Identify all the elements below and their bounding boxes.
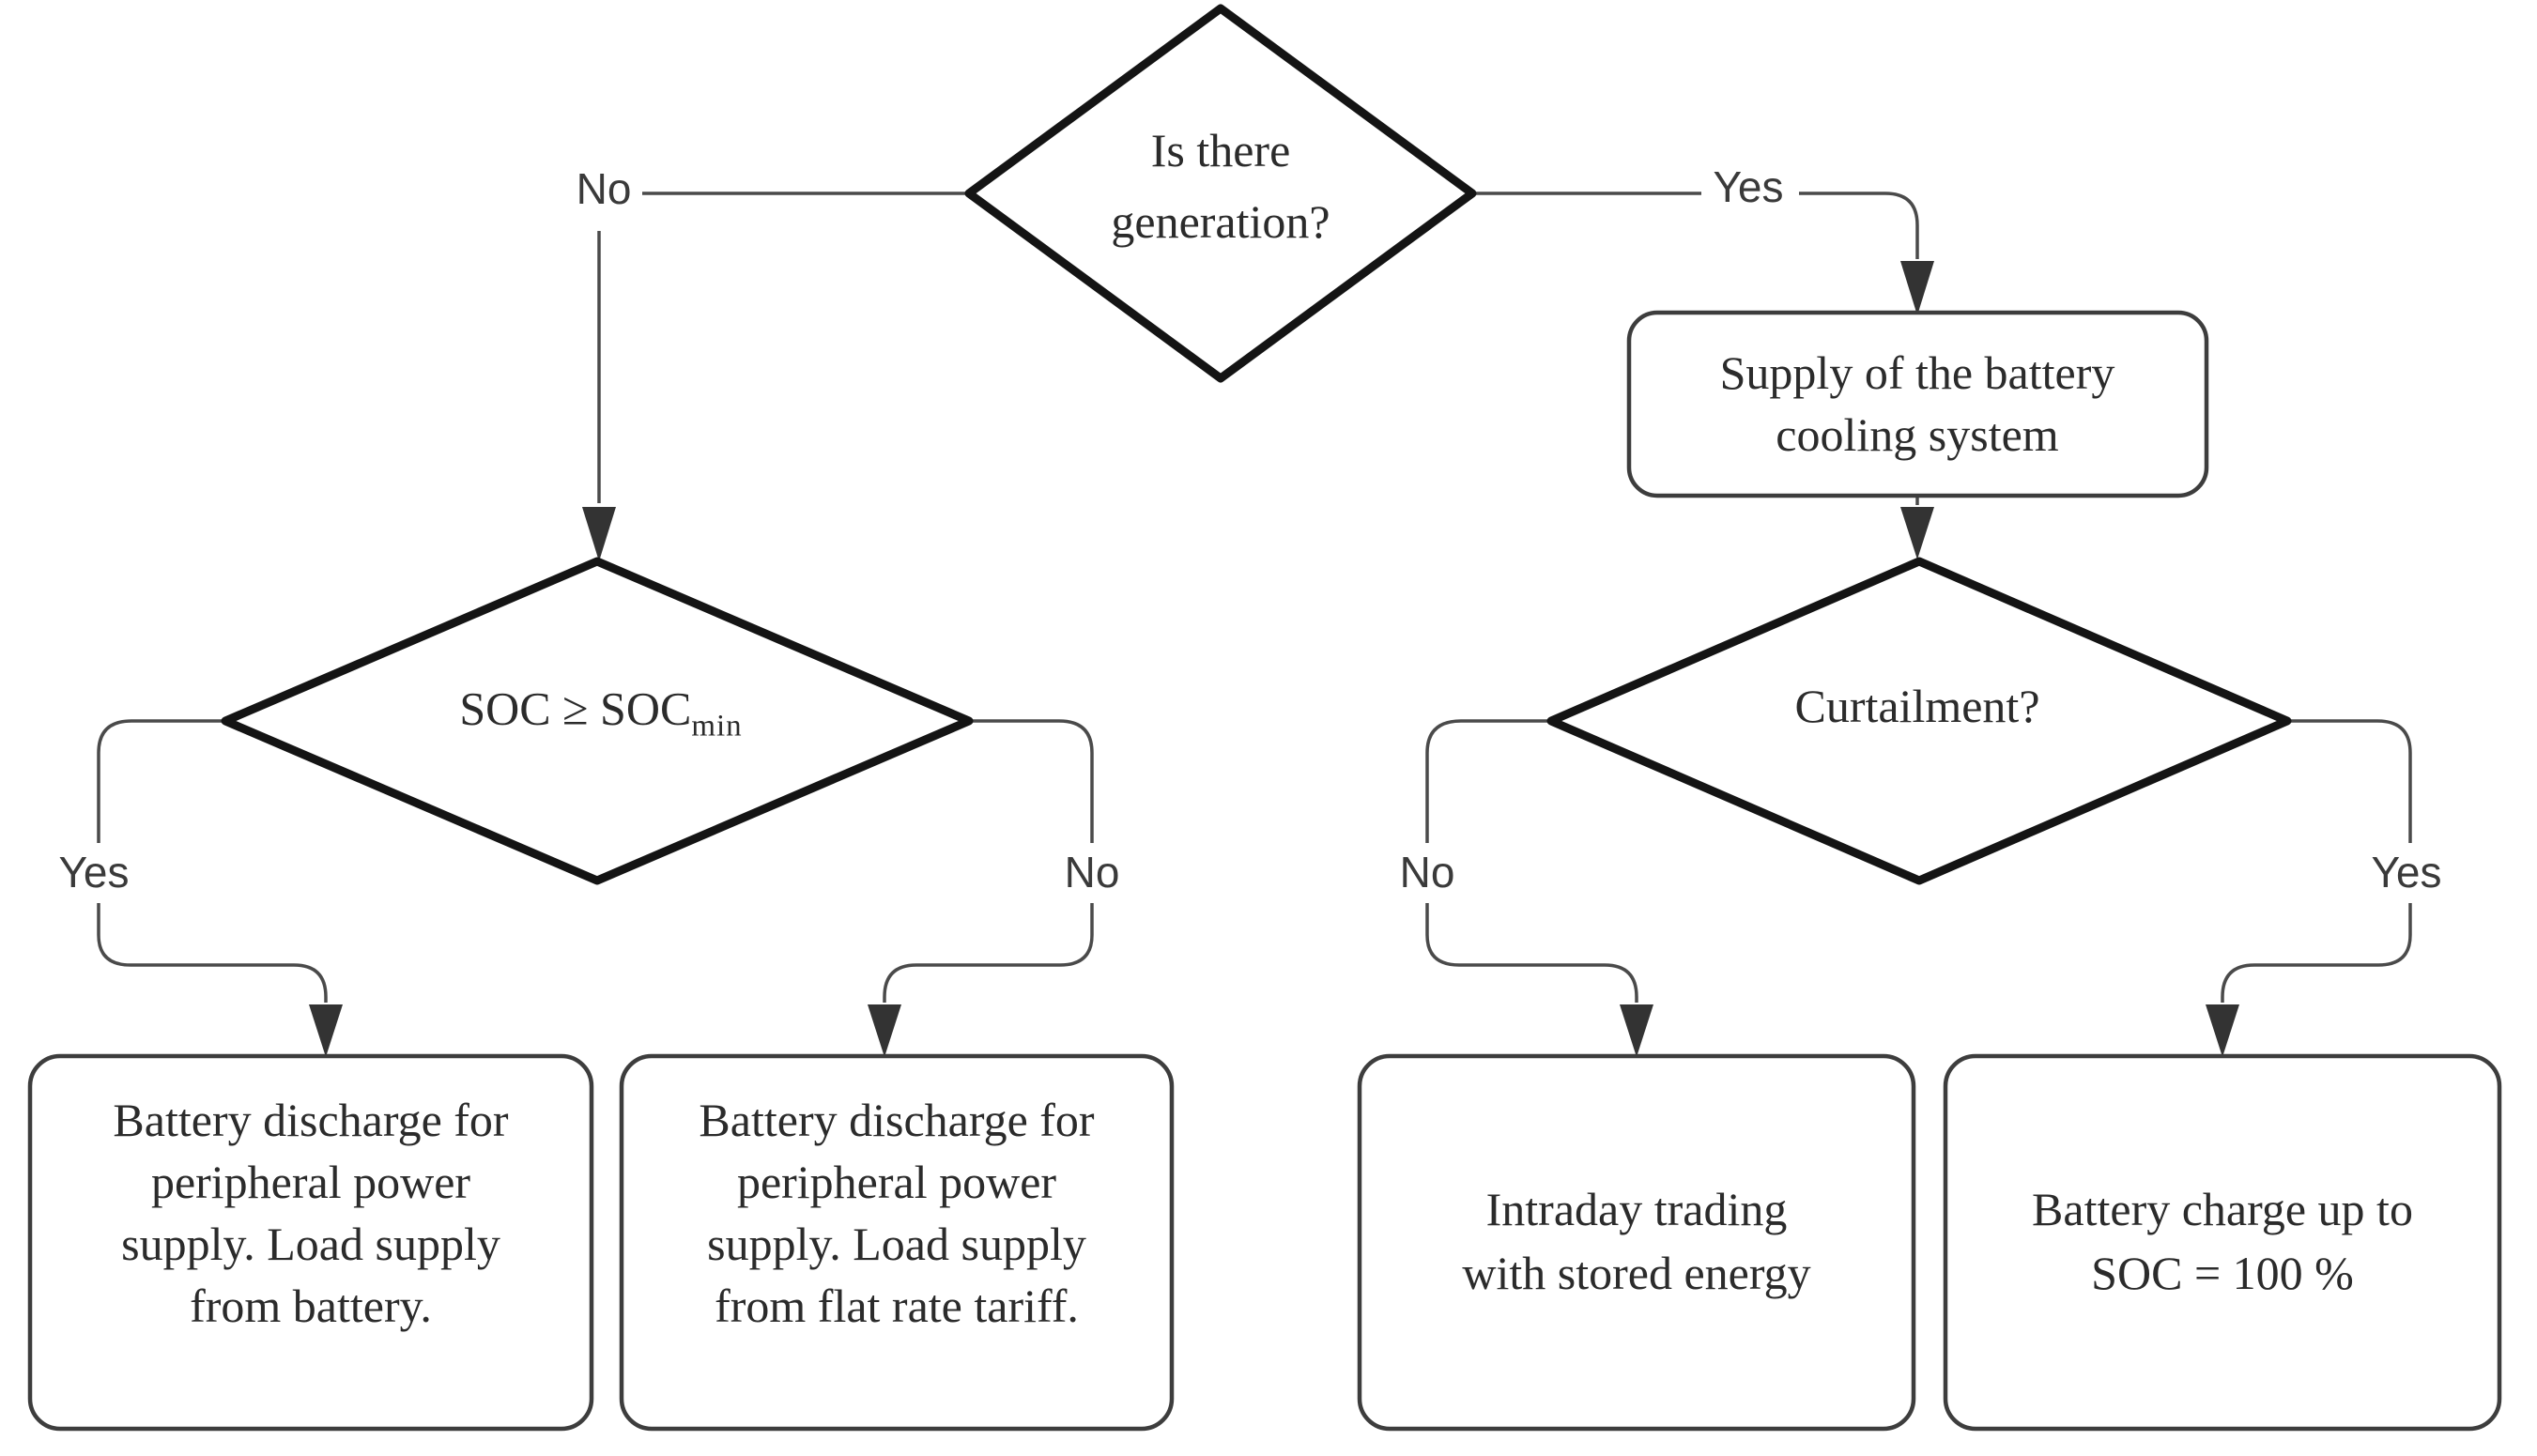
discharge-tariff-line4: from flat rate tariff.	[715, 1280, 1079, 1332]
cooling-supply-box	[1626, 310, 2209, 498]
cooling-label-line2: cooling system	[1776, 408, 2059, 461]
discharge-battery-line1: Battery discharge for	[113, 1094, 509, 1146]
discharge-battery-label: Battery discharge for peripheral power s…	[113, 1089, 508, 1337]
curtailment-decision-label: Curtailment?	[1794, 675, 2039, 737]
edge-soc-yes-upper	[97, 719, 225, 843]
intraday-trading-label: Intraday trading with stored energy	[1462, 1177, 1810, 1305]
soc-label-subscript: min	[691, 709, 743, 743]
battery-charge-label: Battery charge up to SOC = 100 %	[2032, 1177, 2413, 1305]
edge-curtailment-yes-lower	[2221, 903, 2412, 1003]
generation-label-line2: generation?	[1111, 195, 1330, 248]
edge-curtailment-yes-upper	[2287, 719, 2412, 843]
curtailment-label-line1: Curtailment?	[1794, 680, 2040, 732]
discharge-tariff-line1: Battery discharge for	[699, 1094, 1095, 1146]
soc-label-main: SOC ≥ SOC	[459, 682, 692, 735]
cooling-label-line1: Supply of the battery	[1719, 346, 2115, 399]
edge-soc-no-upper	[969, 719, 1094, 843]
discharge-battery-line2: peripheral power	[150, 1156, 471, 1208]
generation-decision-label: Is there generation?	[1111, 115, 1330, 257]
battery-charge-box	[1943, 1053, 2502, 1432]
edge-curtailment-no-upper	[1425, 719, 1551, 843]
arrowhead-into-soc-diamond	[582, 507, 616, 561]
edge-soc-yes-lower	[97, 903, 328, 1003]
edge-label-curtailment-no: No	[1399, 848, 1455, 897]
arrowhead-into-intraday-box	[1620, 1004, 1653, 1057]
intraday-line2: with stored energy	[1462, 1247, 1811, 1299]
discharge-tariff-line2: peripheral power	[736, 1156, 1057, 1208]
intraday-line1: Intraday trading	[1485, 1183, 1788, 1235]
edge-label-soc-no: No	[1064, 848, 1120, 897]
discharge-battery-box	[27, 1053, 594, 1432]
generation-label-line1: Is there	[1150, 124, 1291, 176]
edge-curtailment-no-lower	[1425, 903, 1638, 1003]
charge-line1: Battery charge up to	[2032, 1183, 2413, 1235]
edge-label-soc-yes: Yes	[58, 848, 130, 897]
edge-label-generation-no: No	[576, 164, 632, 213]
arrowhead-into-cooling-box	[1900, 261, 1934, 315]
discharge-tariff-line3: supply. Load supply	[707, 1218, 1086, 1270]
arrowhead-into-discharge-tariff-box	[868, 1004, 901, 1057]
generation-decision-diamond	[964, 4, 1477, 383]
discharge-tariff-label: Battery discharge for peripheral power s…	[699, 1089, 1094, 1337]
cooling-supply-label: Supply of the battery cooling system	[1720, 342, 2115, 466]
intraday-trading-box	[1357, 1053, 1916, 1432]
edge-label-generation-yes: Yes	[1713, 162, 1784, 211]
charge-line2: SOC = 100 %	[2091, 1247, 2354, 1299]
discharge-battery-line4: from battery.	[190, 1280, 432, 1332]
edge-label-curtailment-yes: Yes	[2371, 848, 2442, 897]
arrowhead-into-charge-box	[2206, 1004, 2239, 1057]
discharge-battery-line3: supply. Load supply	[121, 1218, 500, 1270]
edge-generation-yes-horizontal-2	[1799, 192, 1919, 259]
arrowhead-into-curtailment-diamond	[1900, 507, 1934, 559]
edge-soc-no-lower	[883, 903, 1094, 1003]
arrowhead-into-discharge-battery-box	[309, 1004, 343, 1057]
soc-decision-label: SOC ≥ SOCmin	[459, 678, 742, 746]
curtailment-decision-diamond	[1546, 557, 2292, 885]
discharge-tariff-box	[619, 1053, 1175, 1432]
soc-decision-diamond	[221, 557, 974, 885]
